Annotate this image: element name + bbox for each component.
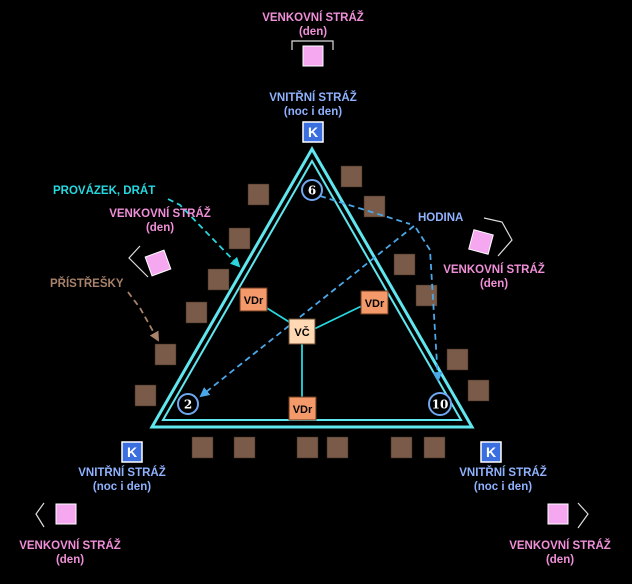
shelter	[393, 253, 416, 276]
shelter	[134, 384, 157, 407]
outer-guard-top-title: VENKOVNÍ STRÁŽ	[262, 11, 364, 24]
svg-text:K: K	[486, 444, 496, 460]
svg-text:6: 6	[308, 184, 316, 198]
shelter	[446, 348, 469, 371]
outer-guard-left-title: VENKOVNÍ STRÁŽ	[109, 207, 211, 220]
inner-guard-marker-right: K	[480, 441, 502, 463]
outer-guard-bottom-left	[35, 502, 77, 528]
outer-guard-bottom-right	[547, 502, 589, 529]
cord-label: PROVÁZEK, DRÁT	[53, 184, 155, 197]
shelter	[340, 165, 363, 188]
hour-6: 6	[301, 179, 323, 201]
outer-guard-bottom-right-title: VENKOVNÍ STRÁŽ	[509, 539, 611, 552]
shelter	[326, 436, 349, 459]
inner-guard-right-title: VNITŘNÍ STRÁŽ	[459, 466, 547, 479]
outer-guard-bottom-left-sub: (den)	[56, 554, 84, 566]
shelter	[467, 379, 490, 402]
shelter	[423, 436, 446, 459]
hour-2: 2	[177, 393, 199, 415]
shelter	[296, 436, 319, 459]
outer-guard-bottom-left-title: VENKOVNÍ STRÁŽ	[19, 539, 121, 552]
outer-guard-right-title: VENKOVNÍ STRÁŽ	[443, 263, 545, 276]
svg-text:VDr: VDr	[293, 404, 313, 416]
outer-guard-bottom-right-sub: (den)	[546, 554, 574, 566]
hour-routes	[199, 195, 443, 398]
svg-text:VDr: VDr	[244, 295, 264, 307]
svg-text:2: 2	[184, 398, 192, 412]
outer-guard-right	[468, 217, 513, 257]
inner-guard-left-title: VNITŘNÍ STRÁŽ	[78, 466, 166, 479]
svg-text:10: 10	[432, 398, 449, 412]
shelter	[228, 227, 251, 250]
shelter	[185, 301, 208, 324]
shelter	[247, 183, 270, 206]
shelter	[191, 436, 214, 459]
outer-guard-top-sub: (den)	[299, 26, 327, 38]
svg-text:K: K	[127, 444, 137, 460]
shelter	[363, 195, 386, 218]
side-box-right: VDr	[360, 290, 389, 315]
side-box-left: VDr	[239, 287, 268, 312]
shelter	[415, 284, 438, 307]
outer-guard-left	[128, 245, 172, 278]
center-connections	[253, 299, 371, 405]
inner-guard-top-sub: (noc i den)	[284, 106, 342, 118]
inner-guard-right-sub: (noc i den)	[474, 481, 532, 493]
shelter	[233, 436, 256, 459]
shelter	[390, 436, 413, 459]
svg-text:VČ: VČ	[294, 326, 309, 339]
inner-guard-marker-left: K	[121, 441, 143, 463]
inner-guard-marker-top: K	[302, 121, 324, 143]
shelter	[154, 343, 177, 366]
hour-label: HODINA	[418, 212, 463, 224]
hour-10: 10	[428, 392, 452, 416]
inner-guard-top-title: VNITŘNÍ STRÁŽ	[269, 91, 357, 104]
outer-guard-top	[291, 40, 334, 67]
shelters-label: PŘÍSTŘEŠKY	[50, 277, 124, 290]
cord-arrow	[167, 198, 241, 268]
svg-text:K: K	[308, 124, 318, 140]
outer-guard-right-sub: (den)	[480, 278, 508, 290]
center-box: VČ	[288, 318, 316, 345]
outer-guard-left-sub: (den)	[146, 222, 174, 234]
camp-triangle-outer	[149, 145, 475, 429]
inner-guard-left-sub: (noc i den)	[93, 481, 151, 493]
shelter	[207, 268, 230, 291]
svg-text:VDr: VDr	[365, 298, 385, 310]
side-box-bottom: VDr	[288, 396, 317, 421]
shelters	[134, 165, 490, 459]
shelter-arrow	[127, 291, 159, 342]
